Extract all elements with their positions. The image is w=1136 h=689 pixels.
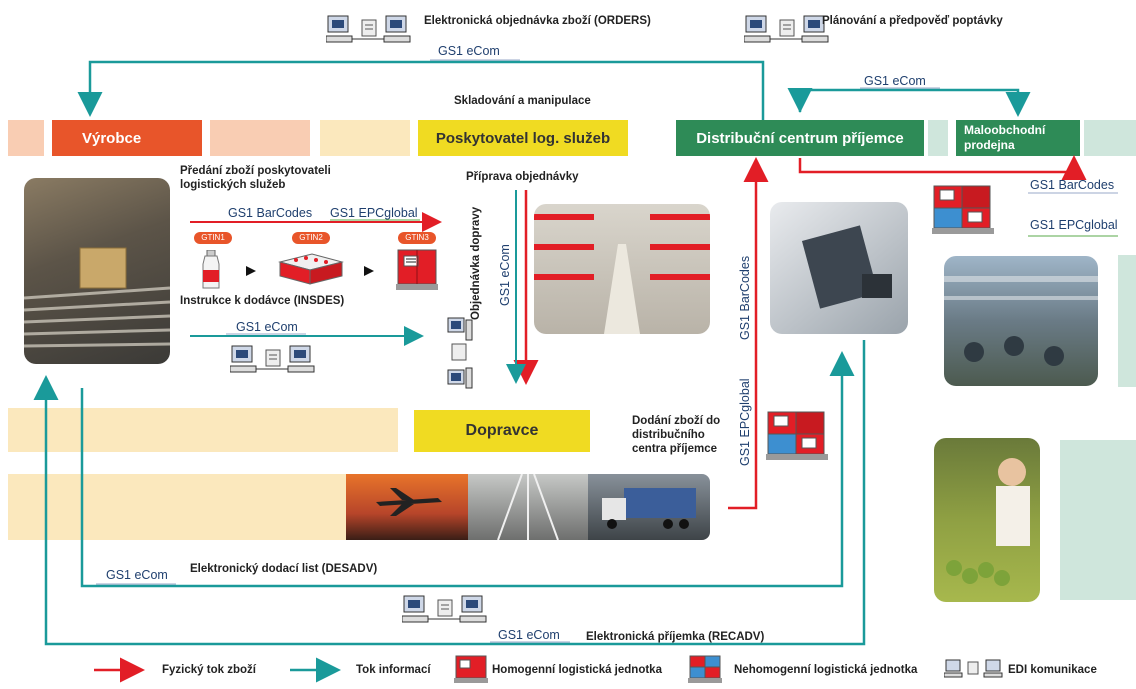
band-peach-left bbox=[8, 120, 44, 156]
predani-label: Předání zboží poskytovateli logistických… bbox=[180, 165, 331, 191]
legend-info-label: Tok informací bbox=[356, 664, 431, 676]
gs1-barcodes-label: GS1 BarCodes bbox=[228, 206, 313, 220]
warehouse-photo bbox=[534, 204, 710, 334]
storage-label: Skladování a manipulace bbox=[454, 95, 591, 107]
dc-retail-info-line bbox=[798, 88, 1031, 117]
priprava-label: Příprava objednávky bbox=[466, 171, 579, 183]
gs1-ecom-mid: GS1 eCom bbox=[236, 320, 298, 334]
desadv-info-line bbox=[80, 351, 855, 588]
actor-dopravce-label: Dopravce bbox=[465, 422, 539, 439]
gtin3-label: GTIN3 bbox=[405, 233, 429, 242]
legend-homogenni-label: Homogenní logistická jednotka bbox=[492, 664, 662, 676]
gs1-barcodes-vertical: GS1 BarCodes bbox=[738, 255, 752, 340]
recadv-label: Elektronická příjemka (RECADV) bbox=[586, 631, 765, 643]
edi-computers-icon bbox=[401, 594, 492, 635]
edi-computers-icon bbox=[325, 14, 416, 55]
recadv-info-line bbox=[33, 340, 866, 646]
actor-vyrobce: Výrobce bbox=[52, 120, 202, 156]
mixed-pallet-icon bbox=[930, 180, 996, 241]
band-mint-2 bbox=[1084, 120, 1136, 156]
band-cream-low bbox=[8, 474, 348, 540]
gtin2-tag: GTIN2 bbox=[292, 232, 330, 244]
planning-label: Plánování a předpověď poptávky bbox=[822, 15, 1003, 27]
conveyor-photo bbox=[24, 178, 170, 364]
band-mint-right-2 bbox=[1060, 440, 1136, 600]
legend-edi-icon bbox=[943, 658, 1004, 687]
gtin1-label: GTIN1 bbox=[201, 233, 225, 242]
gs1-ecom-vertical: GS1 eCom bbox=[498, 244, 512, 306]
gtin3-tag: GTIN3 bbox=[398, 232, 436, 244]
mixed-pallet-icon bbox=[764, 406, 830, 467]
rail-photo bbox=[468, 474, 588, 540]
legend-nehomogenni-label: Nehomogenní logistická jednotka bbox=[734, 664, 918, 676]
orders-label: Elektronická objednávka zboží (ORDERS) bbox=[424, 15, 651, 27]
airplane-photo bbox=[346, 474, 468, 540]
homogenni-pallet-icon bbox=[454, 654, 488, 689]
scanner-photo bbox=[770, 202, 908, 334]
gtin2-label: GTIN2 bbox=[299, 233, 323, 242]
edi-computers-icon bbox=[743, 14, 834, 55]
pallet-icon bbox=[394, 246, 442, 297]
instrukce-label: Instrukce k dodávce (INSDES) bbox=[180, 295, 345, 307]
actor-distribucni: Distribuční centrum příjemce bbox=[676, 120, 924, 156]
bottle-icon bbox=[200, 249, 222, 295]
gs1-ecom-right: GS1 eCom bbox=[864, 74, 926, 88]
gs1-epcglobal-label: GS1 EPCglobal bbox=[330, 206, 418, 220]
band-mint-right-1 bbox=[1118, 255, 1136, 387]
actor-poskytovatel: Poskytovatel log. služeb bbox=[418, 120, 628, 156]
legend-edi-label: EDI komunikace bbox=[1008, 664, 1097, 676]
actor-poskytovatel-label: Poskytovatel log. služeb bbox=[435, 129, 611, 147]
band-mint-1 bbox=[928, 120, 948, 156]
gs1-ecom-desadv: GS1 eCom bbox=[106, 568, 168, 582]
objednavka-dopravy-label: Objednávka dopravy bbox=[470, 206, 482, 320]
legend-physical-label: Fyzický tok zboží bbox=[162, 664, 256, 676]
gtin1-tag: GTIN1 bbox=[194, 232, 232, 244]
right-gs1-barcodes: GS1 BarCodes bbox=[1030, 178, 1115, 192]
band-cream-mid bbox=[8, 408, 398, 452]
band-peach-mid bbox=[210, 120, 310, 156]
shopper-photo bbox=[934, 438, 1040, 602]
supermarket-photo bbox=[944, 256, 1098, 386]
actor-distribucni-label: Distribuční centrum příjemce bbox=[696, 129, 904, 147]
case-icon bbox=[276, 252, 346, 291]
dc-retail-physical-line bbox=[798, 155, 1087, 180]
gs1-epcglobal-vertical: GS1 EPCglobal bbox=[738, 378, 752, 466]
gs1-ecom-recadv: GS1 eCom bbox=[498, 628, 560, 642]
band-cream bbox=[320, 120, 410, 156]
actor-maloobchodni-label: Maloobchodní prodejna bbox=[964, 123, 1046, 152]
desadv-label: Elektronický dodací list (DESADV) bbox=[190, 563, 378, 575]
nehomogenni-pallet-icon bbox=[688, 654, 722, 689]
actor-dopravce: Dopravce bbox=[414, 410, 590, 452]
gs1-ecom-top: GS1 eCom bbox=[438, 44, 500, 58]
edi-computers-vertical-icon bbox=[446, 316, 476, 397]
right-gs1-epcglobal: GS1 EPCglobal bbox=[1030, 218, 1118, 232]
actor-vyrobce-label: Výrobce bbox=[82, 129, 142, 147]
truck-photo bbox=[588, 474, 710, 540]
top-info-line bbox=[77, 60, 765, 120]
edi-computers-icon bbox=[229, 344, 320, 385]
delivery-physical-line bbox=[728, 157, 769, 510]
dodani-label: Dodání zboží do distribučního centra pří… bbox=[632, 415, 721, 455]
actor-maloobchodni: Maloobchodní prodejna bbox=[956, 120, 1080, 156]
